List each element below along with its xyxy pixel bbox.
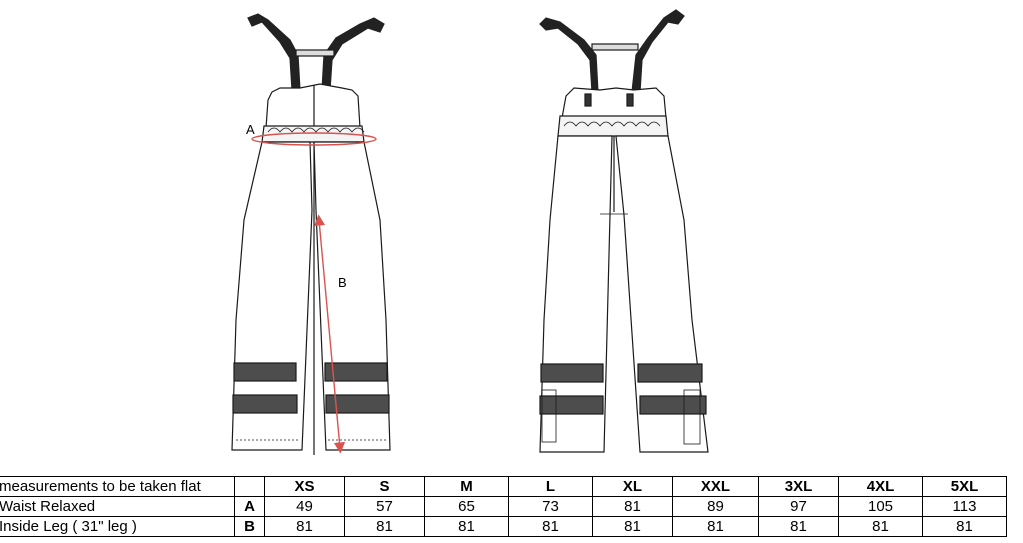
back-bib-button-right	[626, 93, 634, 107]
front-bib	[265, 83, 361, 129]
table-cell: 81	[508, 516, 593, 537]
back-right-band-lower	[639, 395, 707, 415]
table-cell: 105	[838, 496, 923, 517]
front-strap-buckle	[295, 49, 335, 57]
table-header-label: measurements to be taken flat	[0, 476, 235, 497]
front-view-overall	[231, 13, 391, 455]
table-row: Waist Relaxed A 49 57 65 73 81 89 97 105…	[0, 496, 1007, 517]
table-cell: 49	[264, 496, 345, 517]
table-cell: 81	[344, 516, 425, 537]
size-chart-table: measurements to be taken flat XS S M L X…	[0, 476, 1007, 537]
table-cell: 81	[672, 516, 759, 537]
size-header: 3XL	[758, 476, 839, 497]
size-header: XS	[264, 476, 345, 497]
front-left-band-upper	[233, 362, 297, 382]
size-header: XL	[592, 476, 673, 497]
table-cell: 81	[264, 516, 345, 537]
row-label: Inside Leg ( 31" leg )	[0, 516, 235, 537]
dimension-a-label: A	[246, 122, 255, 137]
back-right-strap	[631, 9, 685, 93]
back-waistband	[557, 115, 669, 137]
table-header-row: measurements to be taken flat XS S M L X…	[0, 476, 1007, 497]
table-row: Inside Leg ( 31" leg ) B 81 81 81 81 81 …	[0, 516, 1007, 537]
back-left-band-upper	[540, 363, 604, 383]
row-label: Waist Relaxed	[0, 496, 235, 517]
size-header: L	[508, 476, 593, 497]
back-left-pocket-flap	[541, 389, 557, 443]
table-cell: 81	[758, 516, 839, 537]
back-bib	[561, 87, 667, 119]
table-cell: 81	[424, 516, 509, 537]
table-cell: 73	[508, 496, 593, 517]
back-right-band-upper	[637, 363, 703, 383]
front-left-strap	[247, 13, 301, 91]
back-view-overall	[539, 9, 709, 453]
table-cell: 81	[838, 516, 923, 537]
dimension-b: B	[313, 214, 347, 454]
dimension-a: A	[246, 122, 377, 146]
back-left-band-lower	[539, 395, 604, 415]
size-header: M	[424, 476, 509, 497]
back-bib-button-left	[584, 93, 592, 107]
table-code-header	[234, 476, 265, 497]
front-left-band-lower	[232, 394, 298, 414]
row-code: B	[234, 516, 265, 537]
dimension-b-label: B	[338, 275, 347, 290]
table-cell: 89	[672, 496, 759, 517]
back-right-pocket-flap	[683, 389, 701, 445]
size-header: XXL	[672, 476, 759, 497]
row-code: A	[234, 496, 265, 517]
size-header: 5XL	[922, 476, 1007, 497]
garment-technical-drawing: A B	[231, 9, 709, 455]
table-cell: 57	[344, 496, 425, 517]
front-right-band-upper	[324, 362, 388, 382]
back-strap-buckle	[591, 43, 639, 51]
table-cell: 113	[922, 496, 1007, 517]
size-header: S	[344, 476, 425, 497]
table-cell: 81	[922, 516, 1007, 537]
back-left-strap	[539, 17, 599, 93]
table-cell: 81	[592, 516, 673, 537]
size-header: 4XL	[838, 476, 923, 497]
table-cell: 97	[758, 496, 839, 517]
table-cell: 65	[424, 496, 509, 517]
table-cell: 81	[592, 496, 673, 517]
